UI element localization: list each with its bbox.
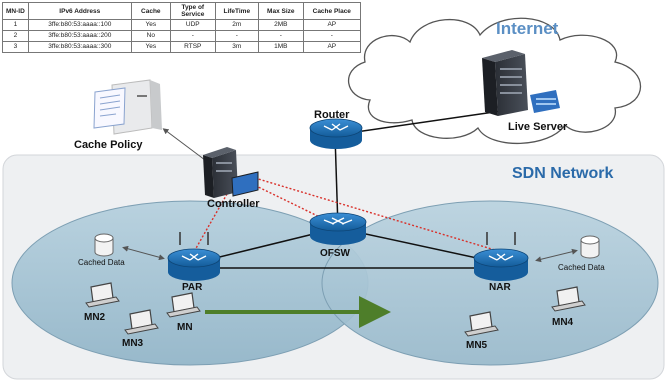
cache-table-header: MN-ID IPv6 Address Cache Type of Service… [2,2,361,20]
cached-data-right-label: Cached Data [558,263,605,272]
cached-data-storage-right [580,235,600,259]
cell-max-size: 2MB [257,19,304,31]
cell-cache: No [130,30,171,42]
nar-access-router-icon [473,232,529,281]
cell-max-size: 1MB [257,41,304,53]
mn-laptop-icon [166,292,201,318]
cell-cache-place: - [302,30,361,42]
cell-ipv6: 3ffe:b80:53:aaaa::100 [27,19,132,31]
col-cache-place: Cache Place [302,2,361,20]
cell-mn-id: 3 [2,41,29,53]
cached-data-arrow-left [122,245,165,261]
table-row: 2 3ffe:b80:53:aaaa::200 No - - - - [2,30,361,42]
cell-lifetime: - [214,30,259,42]
cell-service: UDP [169,19,216,31]
col-type-of-service: Type of Service [169,2,216,20]
controller-label: Controller [207,198,260,210]
mn-label: MN [177,322,193,333]
controller-server-icon [203,147,259,198]
router-label: Router [314,109,350,121]
cell-service: - [169,30,216,42]
col-max-size: Max Size [257,2,304,20]
cache-policy-label: Cache Policy [74,139,143,151]
cell-lifetime: 2m [214,19,259,31]
ofsw-icon [309,212,367,245]
mn3-label: MN3 [122,338,144,349]
cell-max-size: - [257,30,304,42]
par-access-router-icon [167,232,221,281]
cell-cache: Yes [130,41,171,53]
sdn-network-label: SDN Network [512,165,613,182]
col-cache: Cache [130,2,171,20]
mn5-laptop-icon [464,311,499,337]
mn4-label: MN4 [552,317,574,328]
cell-cache-place: AP [302,41,361,53]
table-row: 1 3ffe:b80:53:aaaa::100 Yes UDP 2m 2MB A… [2,19,361,31]
cached-data-storage-left [94,233,114,257]
col-mn-id: MN-ID [2,2,29,20]
mn2-label: MN2 [84,312,106,323]
cell-mn-id: 2 [2,30,29,42]
cell-cache: Yes [130,19,171,31]
router-icon [309,118,363,149]
cell-ipv6: 3ffe:b80:53:aaaa::300 [27,41,132,53]
cell-cache-place: AP [302,19,361,31]
cache-policy-server-icon [93,79,162,135]
cell-ipv6: 3ffe:b80:53:aaaa::200 [27,30,132,42]
col-lifetime: LifeTime [214,2,259,20]
cached-data-left-label: Cached Data [78,258,125,267]
cell-service: RTSP [169,41,216,53]
cached-data-arrow-right [535,248,578,263]
policy-arrow [162,128,206,161]
mn2-laptop-icon [85,282,120,308]
nar-label: NAR [489,282,511,293]
live-server-label: Live Server [508,121,568,133]
live-server-icon [482,50,560,116]
par-label: PAR [182,282,203,293]
internet-label: Internet [496,19,559,38]
ofsw-label: OFSW [320,248,351,259]
table-row: 3 3ffe:b80:53:aaaa::300 Yes RTSP 3m 1MB … [2,41,361,53]
cell-lifetime: 3m [214,41,259,53]
mn3-laptop-icon [124,309,159,335]
cache-table: MN-ID IPv6 Address Cache Type of Service… [2,2,361,53]
mn4-laptop-icon [551,286,586,312]
cell-mn-id: 1 [2,19,29,31]
mn5-label: MN5 [466,340,488,351]
col-ipv6-address: IPv6 Address [27,2,132,20]
